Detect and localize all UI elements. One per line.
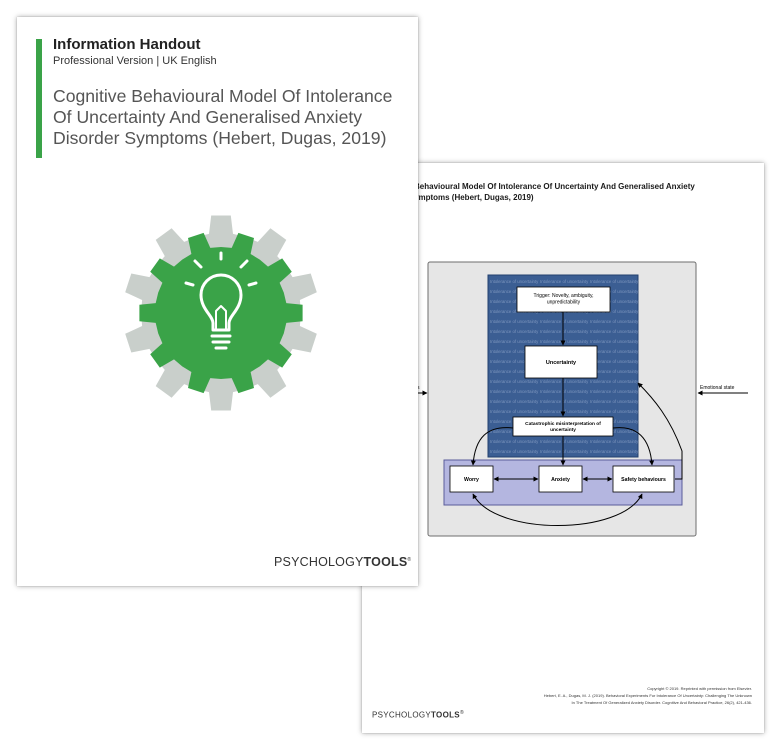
background-text-item: Intolerance of uncertainty [590, 389, 639, 394]
worry-box [449, 465, 494, 493]
worry-label: Worry [464, 477, 479, 483]
background-text-item: Intolerance of uncertainty [590, 379, 639, 384]
background-text-item: Intolerance of uncertainty [540, 439, 589, 444]
arrow-safety-worry-loop [472, 493, 643, 526]
uncertainty-box [524, 345, 598, 379]
background-text-item: Intolerance of uncertainty [590, 439, 639, 444]
copyright-line-2: Hebert, E. A., Dugas, M. J. (2019). Beha… [543, 693, 752, 698]
background-text-item: Intolerance of uncertainty [490, 359, 539, 364]
safety-box [612, 465, 675, 493]
background-text-item: Intolerance of uncertainty [590, 349, 639, 354]
copyright-line-3: In The Treatment Of Generalized Anxiety … [571, 700, 752, 705]
emotional-state-label: Emotional state [700, 385, 735, 391]
background-text-item: Intolerance of uncertainty [590, 289, 639, 294]
anxiety-box [538, 465, 583, 493]
safety-label: Safety behaviours [621, 477, 666, 483]
background-text-item: Intolerance of uncertainty [590, 299, 639, 304]
lightbulb-icon [184, 251, 258, 350]
accent-bar [36, 39, 42, 158]
gear-lightbulb-icon [125, 215, 317, 411]
background-text-item: Intolerance of uncertainty [540, 319, 589, 324]
left-input-label: s [417, 385, 420, 391]
background-text-item: Intolerance of uncertainty [590, 419, 639, 424]
background-text-item: Intolerance of uncertainty [590, 409, 639, 414]
copyright-line-1: Copyright © 2019. Reprinted with permiss… [647, 686, 752, 691]
background-text-item: Intolerance of uncertainty [490, 369, 539, 374]
handout-type: Information Handout [53, 36, 201, 53]
background-text-item: Intolerance of uncertainty [540, 449, 589, 454]
logo-mark: ® [407, 556, 412, 563]
background-text-item: Intolerance of uncertainty [490, 279, 539, 284]
background-text-item: Intolerance of uncertainty [490, 439, 539, 444]
background-text-item: Intolerance of uncertainty [540, 329, 589, 334]
background-text-item: Intolerance of uncertainty [490, 349, 539, 354]
background-text-item: Intolerance of uncertainty [540, 409, 589, 414]
background-text-item: Intolerance of uncertainty [540, 379, 589, 384]
logo-light-text: PSYCHOLOGY [274, 555, 364, 569]
background-text-item: Intolerance of uncertainty [590, 309, 639, 314]
diagram-page-title: Behavioural Model Of Intolerance Of Unce… [414, 182, 695, 202]
background-text-item: Intolerance of uncertainty [490, 379, 539, 384]
background-text-item: Intolerance of uncertainty [590, 369, 639, 374]
logo-mark: ® [459, 710, 464, 716]
psychology-tools-logo: PSYCHOLOGYTOOLS® [274, 555, 411, 569]
arrow-catastrophic-safety [612, 427, 655, 466]
background-text-item: Intolerance of uncertainty [490, 319, 539, 324]
background-text-item: Intolerance of uncertainty [540, 389, 589, 394]
background-text-item: Intolerance of uncertainty [590, 449, 639, 454]
background-text-item: Intolerance of uncertainty [540, 399, 589, 404]
gear-inner-shape [139, 232, 303, 394]
diagram-arrows [414, 312, 748, 526]
uncertainty-label: Uncertainty [546, 360, 577, 366]
background-text-item: Intolerance of uncertainty [490, 289, 539, 294]
background-text-item: Intolerance of uncertainty [540, 339, 589, 344]
version-label: Professional Version | UK English [53, 55, 217, 67]
handout-title: Cognitive Behavioural Model Of Intoleran… [53, 86, 393, 148]
background-text-item: Intolerance of uncertainty [490, 329, 539, 334]
background-text-item: Intolerance of uncertainty [590, 339, 639, 344]
background-text-item: Intolerance of uncertainty [540, 279, 589, 284]
trigger-label: Trigger: Novelty, ambiguity,unpredictabi… [534, 293, 594, 305]
arrow-safety-uncertainty [637, 382, 683, 480]
trigger-box [516, 286, 611, 313]
background-text-item: Intolerance of uncertainty [490, 449, 539, 454]
handout-cover-page: Information Handout Professional Version… [17, 17, 418, 586]
background-text-item: Intolerance of uncertainty [590, 429, 639, 434]
psychology-tools-logo-small: PSYCHOLOGYTOOLS® [372, 710, 464, 720]
background-text-item: Intolerance of uncertainty [590, 279, 639, 284]
arrow-catastrophic-worry [470, 427, 514, 466]
background-text-item: Intolerance of uncertainty [490, 309, 539, 314]
anxiety-label: Anxiety [551, 477, 570, 483]
background-text-item: Intolerance of uncertainty [490, 399, 539, 404]
background-text-item: Intolerance of uncertainty [490, 299, 539, 304]
background-text-item: Intolerance of uncertainty [490, 409, 539, 414]
background-text-item: Intolerance of uncertainty [590, 399, 639, 404]
logo-bold-text: TOOLS [431, 710, 460, 720]
background-text-item: Intolerance of uncertainty [490, 389, 539, 394]
logo-bold-text: TOOLS [363, 555, 408, 569]
background-text-item: Intolerance of uncertainty [590, 359, 639, 364]
background-text-item: Intolerance of uncertainty [590, 319, 639, 324]
background-text-item: Intolerance of uncertainty [490, 339, 539, 344]
logo-light-text: PSYCHOLOGY [372, 710, 432, 720]
background-text-item: Intolerance of uncertainty [590, 329, 639, 334]
